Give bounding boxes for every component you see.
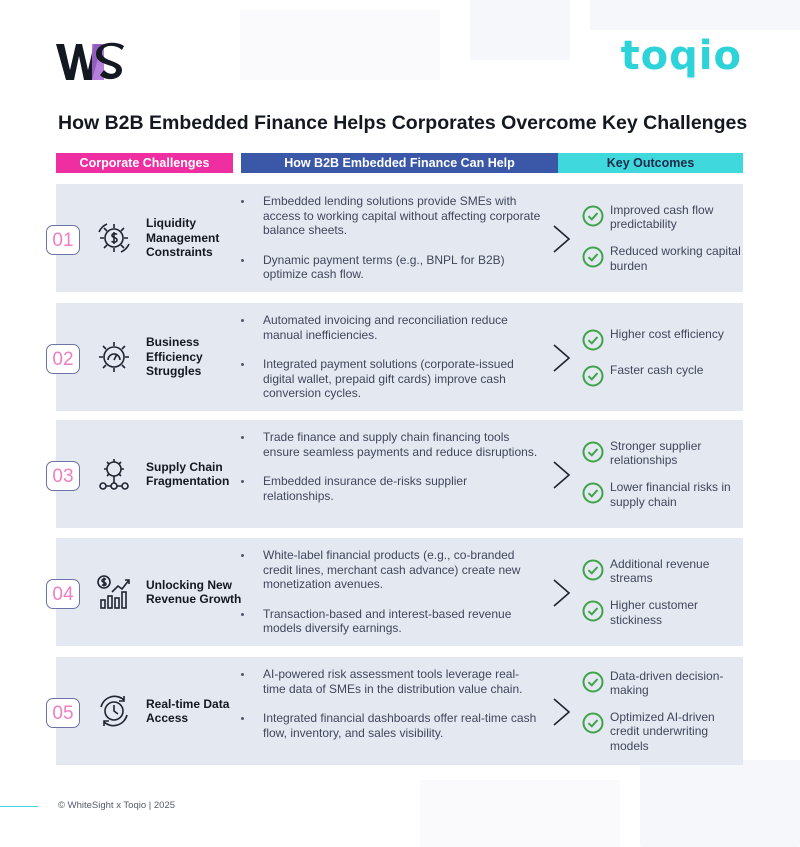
outcome-item: Data-driven decision-making xyxy=(582,669,742,698)
help-bullet: Trade finance and supply chain financing… xyxy=(241,430,541,459)
outcome-text: Additional revenue streams xyxy=(610,556,710,586)
outcomes-list: Data-driven decision-making Optimized AI… xyxy=(582,657,742,765)
outcomes-list: Additional revenue streams Higher custom… xyxy=(582,538,742,646)
challenge-title: Liquidity Management Constraints xyxy=(146,216,220,260)
table-row: 05 Real-time Data Access AI-powered risk… xyxy=(46,657,743,765)
row-number: 05 xyxy=(46,698,80,728)
header-embedded-finance-help: How B2B Embedded Finance Can Help xyxy=(241,153,558,173)
challenge-title: Unlocking New Revenue Growth xyxy=(146,577,242,607)
outcome-item: Higher cost efficiency xyxy=(582,327,742,351)
outcome-text: Improved cash flow predictability xyxy=(610,202,714,232)
chevron-right-icon xyxy=(553,225,571,253)
outcome-item: Lower financial risks in supply chain xyxy=(582,480,742,509)
check-circle-icon xyxy=(582,441,604,463)
whitesight-logo-text: WS xyxy=(56,42,58,43)
row-number: 01 xyxy=(46,225,80,255)
help-bullet: Integrated financial dashboards offer re… xyxy=(241,711,541,740)
challenge-title: Real-time Data Access xyxy=(146,696,230,726)
help-bullet: Embedded lending solutions provide SMEs … xyxy=(241,194,541,238)
check-circle-icon xyxy=(582,600,604,622)
table-row: 04 Unlocking New Revenue Growth White-la… xyxy=(46,538,743,646)
outcome-text: Optimized AI-driven credit underwriting … xyxy=(610,709,715,753)
outcome-text: Higher customer stickiness xyxy=(610,598,699,627)
outcome-text: Reduced working capital burden xyxy=(610,244,741,273)
dollar-gear-icon xyxy=(98,223,130,253)
outcome-text: Higher cost efficiency xyxy=(610,327,724,341)
background-decoration xyxy=(640,760,800,847)
background-decoration xyxy=(240,10,440,80)
gauge-gear-icon xyxy=(99,342,129,372)
toqio-logo: toqio xyxy=(620,33,742,79)
outcome-item: Reduced working capital burden xyxy=(582,244,742,273)
header-corporate-challenges: Corporate Challenges xyxy=(56,153,233,173)
table-row: 01 Liquidity Management Constraints Embe… xyxy=(46,184,743,292)
page-title: How B2B Embedded Finance Helps Corporate… xyxy=(58,112,748,134)
clock-refresh-icon xyxy=(100,695,128,727)
outcome-item: Higher customer stickiness xyxy=(582,598,742,627)
outcome-text: Faster cash cycle xyxy=(610,363,704,377)
challenge-title: Business Efficiency Struggles xyxy=(146,335,203,379)
table-row: 02 Business Efficiency Struggles Automat… xyxy=(46,303,743,411)
check-circle-icon xyxy=(582,671,604,693)
row-number: 04 xyxy=(46,579,80,609)
supply-chain-gear-icon xyxy=(99,459,129,490)
help-bullet: Automated invoicing and reconciliation r… xyxy=(241,313,541,342)
help-list: Automated invoicing and reconciliation r… xyxy=(241,313,541,416)
help-list: AI-powered risk assessment tools leverag… xyxy=(241,667,541,755)
footer-divider xyxy=(0,806,38,807)
background-decoration xyxy=(590,0,800,30)
check-circle-icon xyxy=(582,365,604,387)
outcome-item: Improved cash flow predictability xyxy=(582,203,742,232)
check-circle-icon xyxy=(582,205,604,227)
help-list: Embedded lending solutions provide SMEs … xyxy=(241,194,541,297)
chevron-right-icon xyxy=(553,579,571,607)
help-bullet: Transaction-based and interest-based rev… xyxy=(241,607,541,636)
outcome-text: Stronger supplier relationships xyxy=(610,438,702,468)
revenue-growth-icon xyxy=(97,575,130,609)
outcomes-list: Improved cash flow predictability Reduce… xyxy=(582,184,742,292)
outcome-item: Additional revenue streams xyxy=(582,557,742,586)
check-circle-icon xyxy=(582,712,604,734)
chevron-right-icon xyxy=(553,698,571,726)
background-decoration xyxy=(420,780,620,847)
check-circle-icon xyxy=(582,246,604,268)
help-bullet: AI-powered risk assessment tools leverag… xyxy=(241,667,541,696)
row-number: 02 xyxy=(46,344,80,374)
help-bullet: White-label financial products (e.g., co… xyxy=(241,548,541,592)
help-list: White-label financial products (e.g., co… xyxy=(241,548,541,651)
background-decoration xyxy=(470,0,570,60)
check-circle-icon xyxy=(582,559,604,581)
row-number: 03 xyxy=(46,461,80,491)
chevron-right-icon xyxy=(553,344,571,372)
check-circle-icon xyxy=(582,329,604,351)
outcome-item: Optimized AI-driven credit underwriting … xyxy=(582,710,742,754)
outcomes-list: Stronger supplier relationships Lower fi… xyxy=(582,420,742,528)
whitesight-logo: WS xyxy=(56,42,124,80)
outcome-item: Stronger supplier relationships xyxy=(582,439,742,468)
outcome-item: Faster cash cycle xyxy=(582,363,742,387)
help-bullet: Embedded insurance de-risks supplier rel… xyxy=(241,474,541,503)
check-circle-icon xyxy=(582,482,604,504)
chevron-right-icon xyxy=(553,461,571,489)
outcome-text: Data-driven decision-making xyxy=(610,668,724,698)
table-row: 03 Supply Chain Fragmentation Trade fina… xyxy=(46,420,743,528)
help-bullet: Integrated payment solutions (corporate-… xyxy=(241,357,541,401)
outcome-text: Lower financial risks in supply chain xyxy=(610,480,731,509)
help-list: Trade finance and supply chain financing… xyxy=(241,430,541,518)
help-bullet: Dynamic payment terms (e.g., BNPL for B2… xyxy=(241,253,541,282)
outcomes-list: Higher cost efficiency Faster cash cycle xyxy=(582,303,742,411)
header-key-outcomes: Key Outcomes xyxy=(558,153,743,173)
footer-copyright: © WhiteSight x Toqio | 2025 xyxy=(58,800,176,811)
challenge-title: Supply Chain Fragmentation xyxy=(146,459,230,489)
